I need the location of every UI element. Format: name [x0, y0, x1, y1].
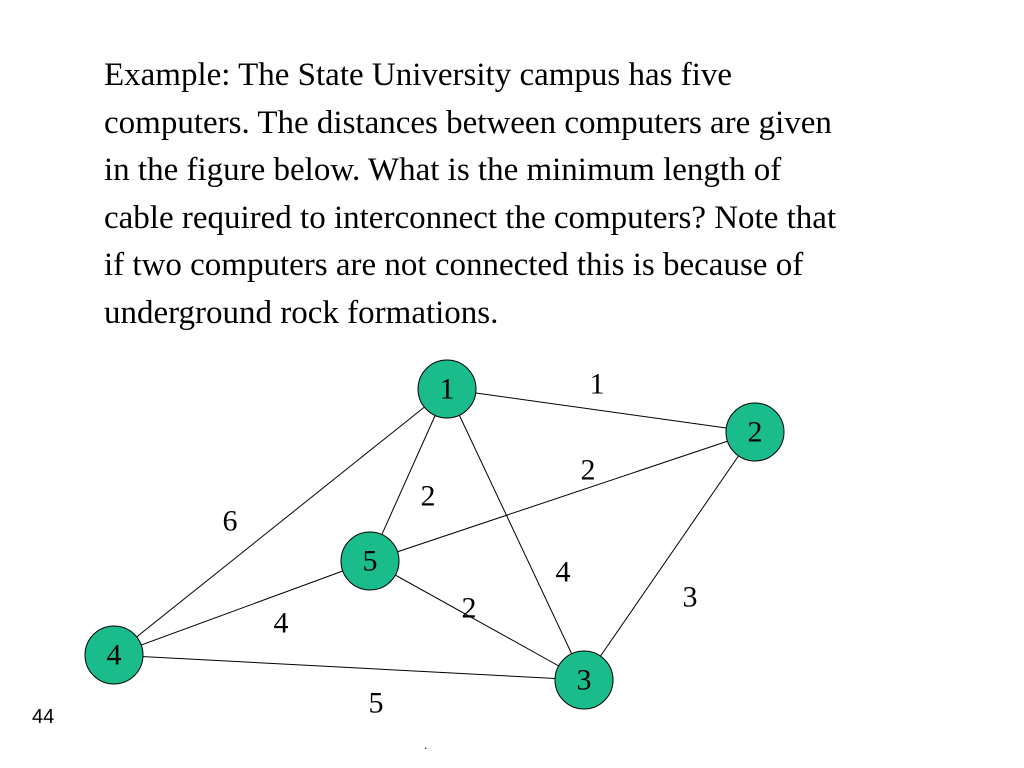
node-label: 4 — [107, 639, 122, 672]
edge-1-2 — [446, 388, 756, 433]
edge-weight-1-5: 2 — [421, 480, 436, 513]
edge-weight-1-2: 1 — [590, 368, 605, 401]
question-line: underground rock formations. — [104, 294, 499, 331]
edge-2-3 — [583, 431, 756, 681]
edge-weight-1-3: 4 — [556, 556, 571, 589]
weights-layer: 1 2 2 6 4 3 2 4 5 — [223, 368, 698, 720]
footer-dot: . — [424, 738, 428, 752]
node-label: 1 — [440, 373, 455, 406]
node-circle — [725, 402, 785, 462]
node-circle — [340, 531, 400, 591]
edge-1-4 — [113, 388, 448, 656]
edge-4-3 — [113, 654, 585, 681]
node-circle — [84, 625, 144, 685]
edge-weight-1-4: 6 — [223, 505, 238, 538]
question-text: Example: The State University campus has… — [104, 52, 1004, 337]
question-line: in the figure below. What is the minimum… — [104, 152, 782, 188]
edge-1-3 — [446, 388, 585, 681]
edge-weight-2-3: 3 — [683, 581, 698, 614]
question-line: cable required to interconnect the compu… — [104, 199, 837, 236]
edge-weight-4-3: 5 — [369, 687, 384, 720]
nodes-layer: 1 2 3 4 5 — [84, 359, 785, 710]
question-line: computers. The distances between compute… — [104, 104, 832, 141]
node-1: 1 — [417, 359, 477, 419]
node-5: 5 — [340, 531, 400, 591]
node-label: 2 — [748, 416, 763, 449]
question-line: Example: The State University campus has… — [104, 57, 733, 93]
edges-layer — [113, 388, 756, 681]
node-3: 3 — [554, 650, 614, 710]
node-2: 2 — [725, 402, 785, 462]
node-circle — [554, 650, 614, 710]
node-label: 3 — [577, 664, 592, 697]
node-label: 5 — [363, 545, 378, 578]
node-4: 4 — [84, 625, 144, 685]
edge-5-4 — [113, 560, 371, 656]
edge-weight-2-5: 2 — [581, 454, 596, 487]
question-line: if two computers are not connected this … — [104, 247, 804, 283]
edge-weight-5-3: 2 — [462, 592, 477, 625]
edge-5-3 — [369, 560, 585, 681]
edge-2-5 — [369, 431, 756, 562]
edge-1-5 — [369, 388, 448, 562]
page-number: 44 — [32, 706, 55, 728]
node-circle — [417, 359, 477, 419]
edge-weight-5-4: 4 — [274, 607, 289, 640]
